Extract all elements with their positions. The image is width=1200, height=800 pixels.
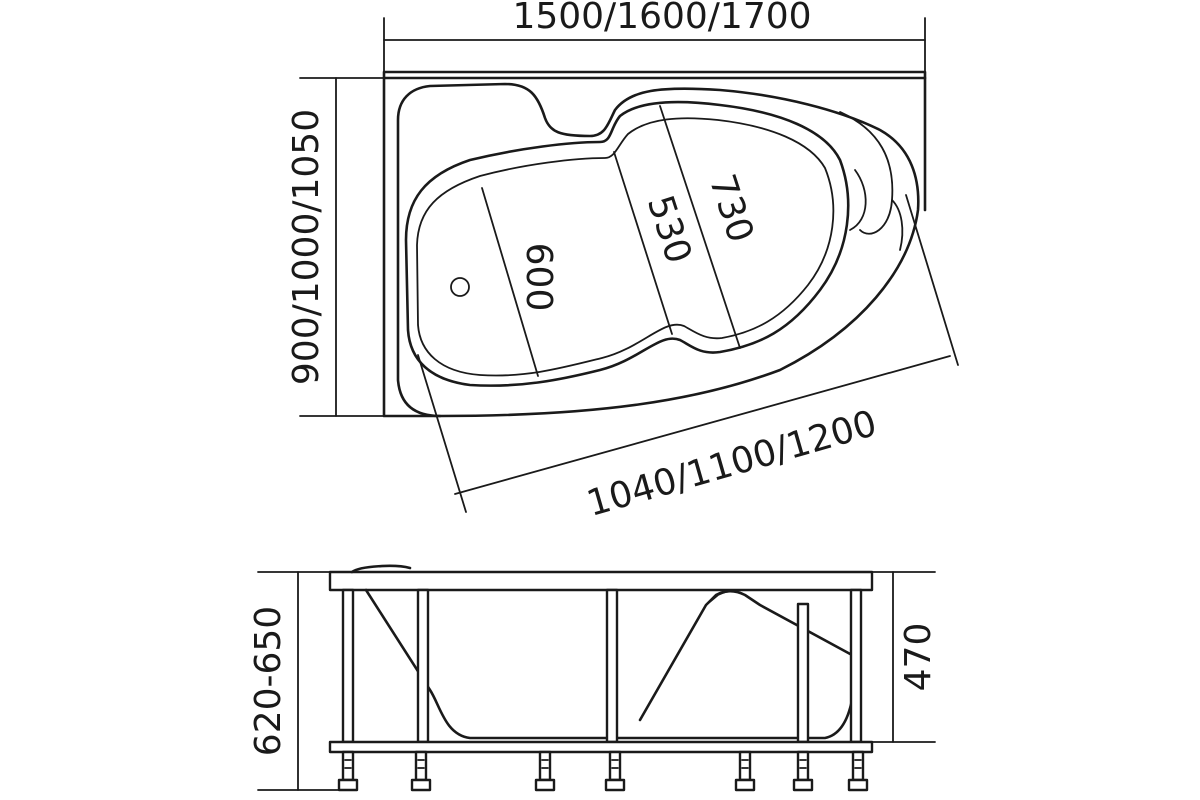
side-base-frame [328, 740, 874, 754]
diagonal-label: 1040/1100/1200 [582, 403, 881, 525]
depth-label: 900/1000/1050 [286, 109, 327, 385]
inner-dimension-530: 530 [613, 151, 699, 335]
top-view: 1500/1600/1700 900/1000/1050 600 [286, 0, 959, 525]
side-view: 620-650 470 [248, 564, 939, 792]
inner-730-label: 730 [701, 169, 761, 247]
inner-dimension-600: 600 [481, 187, 559, 377]
width-dimension: 1500/1600/1700 [383, 0, 926, 73]
width-label: 1500/1600/1700 [512, 0, 811, 37]
tub-basin-outline [404, 100, 850, 387]
total-height-dimension: 620-650 [248, 571, 346, 791]
side-legs [341, 588, 863, 744]
headrest-curve-2 [849, 169, 867, 231]
depth-dimension: 900/1000/1050 [286, 77, 385, 417]
tub-height-dimension: 470 [861, 571, 939, 743]
tub-basin-inner [416, 117, 835, 377]
side-feet [337, 750, 869, 792]
inner-600-label: 600 [518, 243, 559, 312]
tub-height-label: 470 [898, 623, 939, 692]
side-rim [328, 570, 874, 592]
tub-rim-outline [396, 82, 920, 418]
total-height-label: 620-650 [248, 606, 289, 756]
drain-hole [450, 277, 470, 297]
